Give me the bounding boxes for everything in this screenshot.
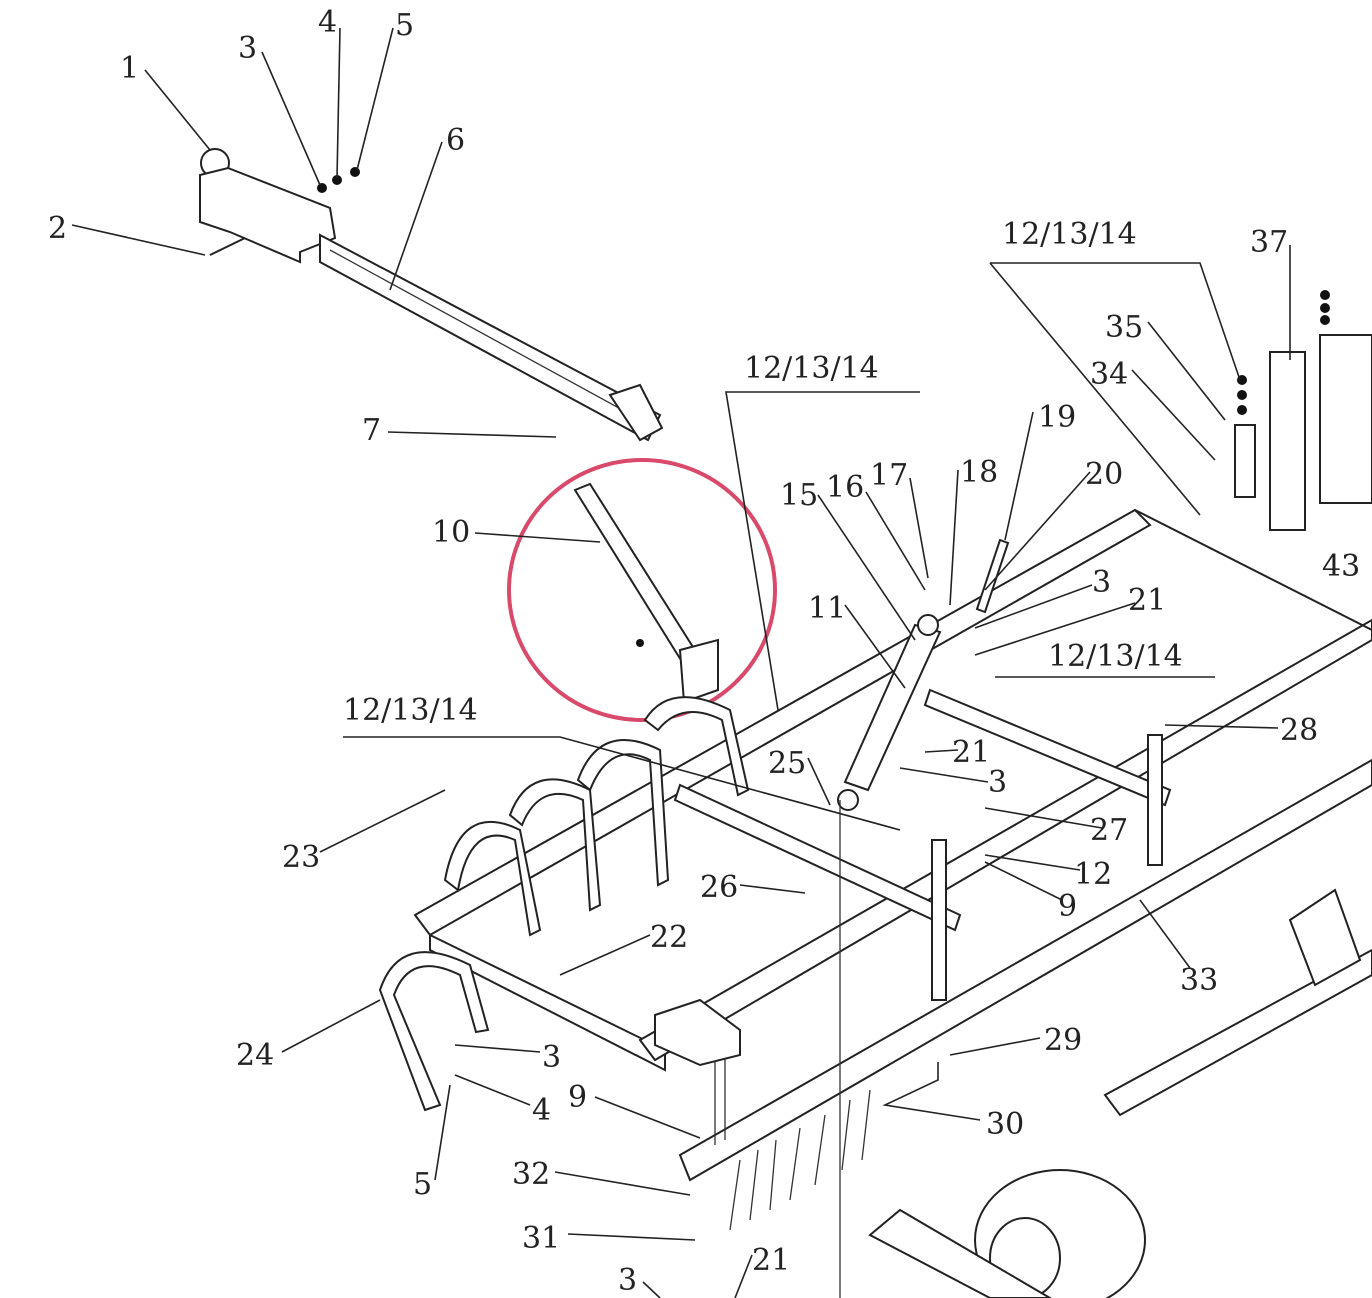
label-21: 21 [1128, 583, 1166, 618]
label-5: 5 [413, 1167, 432, 1202]
label-18: 18 [960, 455, 998, 490]
label-3: 3 [1092, 565, 1111, 600]
label-9: 9 [568, 1080, 587, 1115]
label-12-13-14: 12/13/14 [1002, 217, 1137, 252]
label-34: 34 [1090, 357, 1128, 392]
label-4: 4 [532, 1093, 551, 1128]
label-19: 19 [1038, 400, 1076, 435]
label-37: 37 [1250, 225, 1288, 260]
hitch-assembly [199, 148, 664, 442]
label-15: 15 [780, 478, 818, 513]
part-labels: 1 3 4 5 6 2 7 10 12/13/14 12/13/14 37 35… [48, 5, 1360, 1298]
label-11: 11 [808, 591, 846, 626]
hydraulic-cylinder [837, 538, 1010, 1298]
label-7: 7 [362, 413, 381, 448]
label-12-13-14: 12/13/14 [1048, 639, 1183, 674]
label-3: 3 [618, 1263, 637, 1298]
right-brackets [1234, 290, 1372, 531]
main-frame [413, 508, 1372, 1182]
label-4: 4 [318, 5, 337, 40]
label-1: 1 [120, 51, 139, 86]
label-43: 43 [1322, 549, 1360, 584]
label-24: 24 [236, 1038, 274, 1073]
label-10: 10 [432, 515, 470, 550]
label-30: 30 [986, 1107, 1024, 1142]
label-32: 32 [512, 1157, 550, 1192]
label-17: 17 [870, 458, 908, 493]
highlight-circle [507, 458, 777, 722]
label-23: 23 [282, 840, 320, 875]
label-22: 22 [650, 920, 688, 955]
leader-lines [71, 27, 1291, 1298]
label-12: 12 [1074, 857, 1112, 892]
label-35: 35 [1105, 310, 1143, 345]
label-28: 28 [1280, 713, 1318, 748]
label-9: 9 [1058, 889, 1077, 924]
label-21: 21 [752, 1243, 790, 1278]
label-33: 33 [1180, 963, 1218, 998]
rear-harrow-and-wheel [729, 888, 1372, 1298]
label-16: 16 [826, 470, 864, 505]
label-12-13-14: 12/13/14 [744, 351, 879, 386]
label-25: 25 [768, 746, 806, 781]
label-6: 6 [446, 123, 465, 158]
label-31: 31 [522, 1221, 560, 1256]
label-20: 20 [1085, 457, 1123, 492]
springs [931, 734, 1163, 1001]
label-29: 29 [1044, 1023, 1082, 1058]
label-3: 3 [988, 765, 1007, 800]
label-2: 2 [48, 211, 67, 246]
label-27: 27 [1090, 813, 1128, 848]
label-21: 21 [952, 735, 990, 770]
label-26: 26 [700, 870, 738, 905]
label-5: 5 [395, 8, 414, 43]
label-3: 3 [238, 31, 257, 66]
part-10-arm [573, 482, 719, 704]
label-12-13-14: 12/13/14 [343, 693, 478, 728]
label-3: 3 [542, 1040, 561, 1075]
